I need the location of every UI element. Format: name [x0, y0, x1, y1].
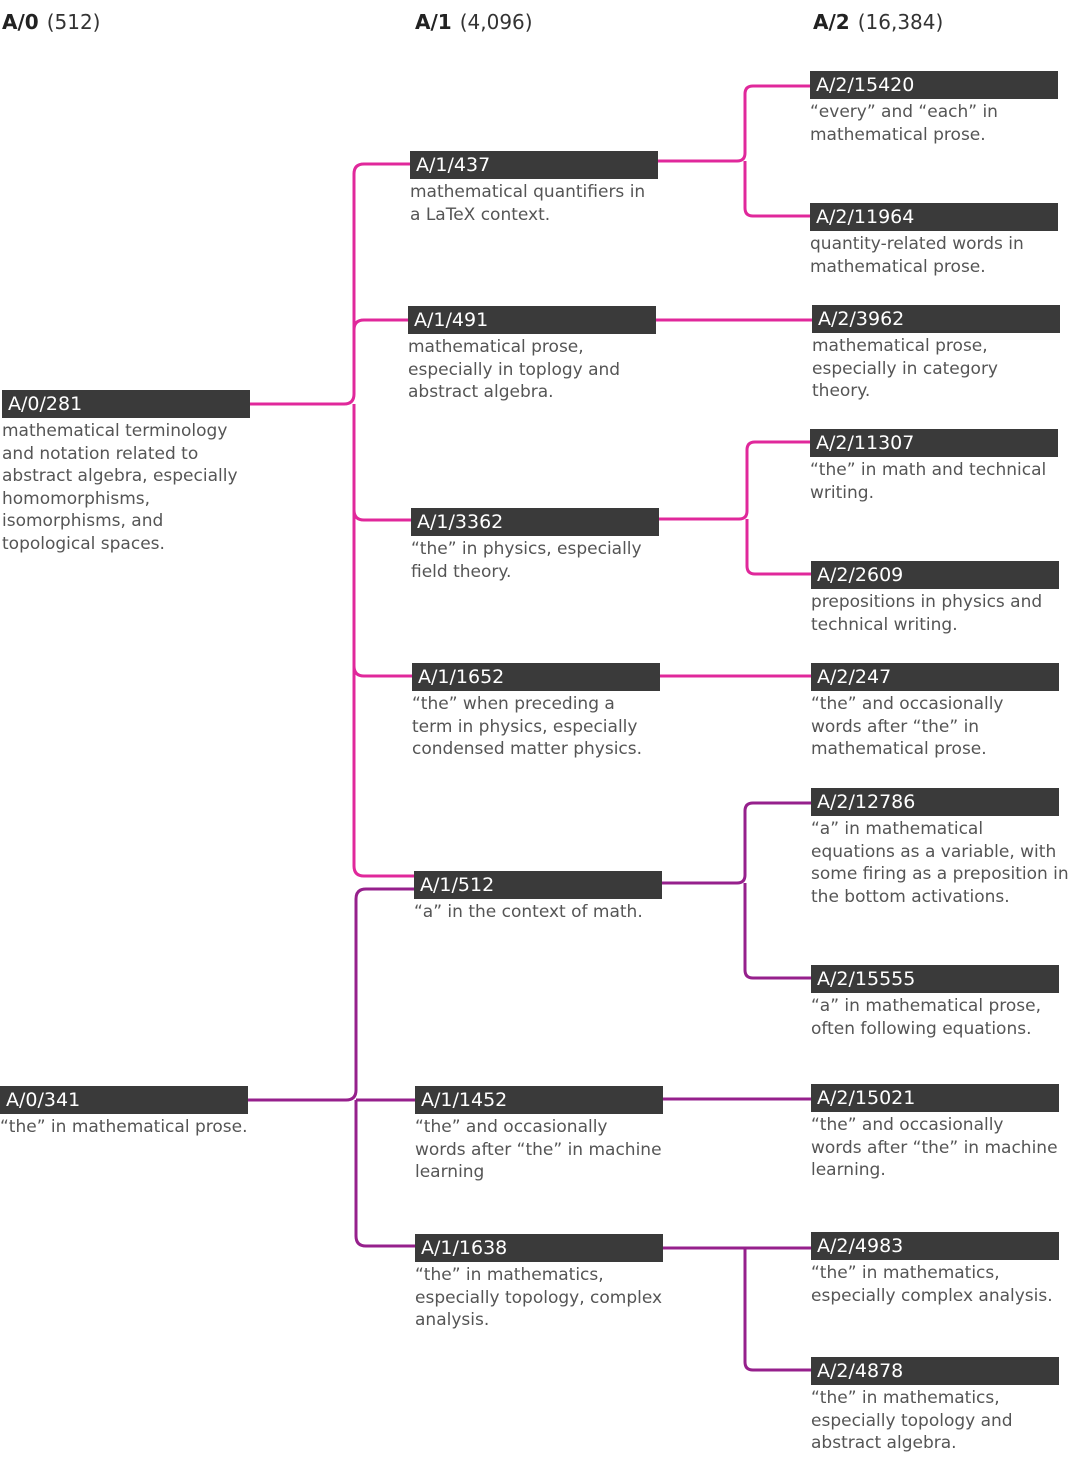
- feature-id: A/2/247: [811, 663, 1059, 691]
- column-header-a2: A/2 (16,384): [813, 10, 943, 34]
- feature-description: “the” and occasionally words after “the”…: [811, 694, 1004, 759]
- feature-node-a1-437[interactable]: A/1/437 mathematical quantifiers in a La…: [410, 151, 658, 226]
- feature-node-a2-15021[interactable]: A/2/15021 “the” and occasionally words a…: [811, 1084, 1059, 1182]
- feature-node-a2-4983[interactable]: A/2/4983 “the” in mathematics, especiall…: [811, 1232, 1063, 1307]
- feature-id: A/2/15420: [810, 71, 1058, 99]
- feature-node-a1-3362[interactable]: A/1/3362 “the” in physics, especially fi…: [411, 508, 659, 583]
- edge-a0-281-1652: [352, 665, 412, 678]
- feature-id: A/2/2609: [811, 561, 1059, 589]
- column-header-a1: A/1 (4,096): [415, 10, 533, 34]
- feature-node-a2-4878[interactable]: A/2/4878 “the” in mathematics, especiall…: [811, 1357, 1059, 1455]
- edge-512-children: [662, 801, 812, 980]
- column-label: A/1: [415, 10, 452, 34]
- feature-node-a2-11307[interactable]: A/2/11307 “the” in math and technical wr…: [810, 429, 1058, 504]
- feature-id: A/1/1638: [415, 1234, 663, 1262]
- feature-description: “the” and occasionally words after “the”…: [811, 1115, 1058, 1180]
- feature-id: A/1/1452: [415, 1086, 663, 1114]
- feature-node-a1-1638[interactable]: A/1/1638 “the” in mathematics, especiall…: [415, 1234, 663, 1332]
- column-count: (512): [46, 10, 101, 34]
- feature-description: “the” when preceding a term in physics, …: [412, 694, 643, 759]
- feature-node-a1-491[interactable]: A/1/491 mathematical prose, especially i…: [408, 306, 656, 404]
- feature-id: A/1/1652: [412, 663, 660, 691]
- feature-description: “a” in mathematical prose, often followi…: [811, 996, 1041, 1039]
- feature-id: A/1/512: [414, 871, 662, 899]
- edge-a0-281-trunk: [249, 162, 411, 406]
- feature-id: A/2/15021: [811, 1084, 1059, 1112]
- feature-description: “a” in the context of math.: [414, 902, 643, 922]
- column-label: A/2: [813, 10, 850, 34]
- feature-node-a0-341[interactable]: A/0/341 “the” in mathematical prose.: [0, 1086, 248, 1139]
- edge-a0-281-down: [352, 404, 415, 878]
- column-header-a0: A/0 (512): [2, 10, 100, 34]
- column-label: A/0: [2, 10, 39, 34]
- feature-description: mathematical quantifiers in a LaTeX cont…: [410, 182, 646, 225]
- feature-description: prepositions in physics and technical wr…: [811, 592, 1043, 635]
- feature-id: A/1/491: [408, 306, 656, 334]
- column-count: (16,384): [857, 10, 944, 34]
- feature-node-a2-2609[interactable]: A/2/2609 prepositions in physics and tec…: [811, 561, 1059, 636]
- edge-a0-341-1638: [354, 1100, 416, 1248]
- feature-id: A/0/341: [0, 1086, 248, 1114]
- feature-description: “the” in math and technical writing.: [810, 460, 1047, 503]
- feature-node-a1-512[interactable]: A/1/512 “a” in the context of math.: [414, 871, 662, 924]
- feature-description: “the” in mathematics, especially topolog…: [811, 1388, 1013, 1453]
- feature-description: “a” in mathematical equations as a varia…: [811, 819, 1069, 907]
- feature-description: mathematical prose, especially in catego…: [812, 336, 998, 401]
- feature-description: “every” and “each” in mathematical prose…: [810, 102, 998, 145]
- feature-node-a1-1452[interactable]: A/1/1452 “the” and occasionally words af…: [415, 1086, 663, 1184]
- feature-description: quantity-related words in mathematical p…: [810, 234, 1024, 277]
- feature-description: “the” and occasionally words after “the”…: [415, 1117, 662, 1182]
- column-count: (4,096): [459, 10, 533, 34]
- feature-description: “the” in mathematics, especially topolog…: [415, 1265, 663, 1330]
- feature-node-a2-12786[interactable]: A/2/12786 “a” in mathematical equations …: [811, 788, 1069, 908]
- feature-description: mathematical prose, especially in toplog…: [408, 337, 621, 402]
- feature-node-a2-11964[interactable]: A/2/11964 quantity-related words in math…: [810, 203, 1058, 278]
- edge-437-children: [657, 84, 811, 218]
- feature-description: mathematical terminology and notation re…: [2, 421, 238, 554]
- feature-description: “the” in mathematical prose.: [0, 1117, 248, 1137]
- feature-id: A/2/11307: [810, 429, 1058, 457]
- feature-node-a0-281[interactable]: A/0/281 mathematical terminology and not…: [2, 390, 250, 555]
- feature-node-a2-3962[interactable]: A/2/3962 mathematical prose, especially …: [812, 305, 1060, 403]
- feature-id: A/2/12786: [811, 788, 1059, 816]
- edge-a0-281-3362: [352, 509, 411, 522]
- feature-node-a2-15555[interactable]: A/2/15555 “a” in mathematical prose, oft…: [811, 965, 1059, 1040]
- feature-id: A/2/11964: [810, 203, 1058, 231]
- edge-a0-281-491: [352, 318, 409, 331]
- edge-1638-children: [662, 1246, 812, 1372]
- feature-description: “the” in mathematics, especially complex…: [811, 1263, 1053, 1306]
- feature-node-a2-247[interactable]: A/2/247 “the” and occasionally words aft…: [811, 663, 1059, 761]
- feature-id: A/2/4878: [811, 1357, 1059, 1385]
- feature-id: A/1/437: [410, 151, 658, 179]
- feature-node-a1-1652[interactable]: A/1/1652 “the” when preceding a term in …: [412, 663, 660, 761]
- feature-id: A/2/15555: [811, 965, 1059, 993]
- edge-a0-341-trunk: [248, 887, 416, 1102]
- feature-id: A/1/3362: [411, 508, 659, 536]
- feature-description: “the” in physics, especially field theor…: [411, 539, 642, 582]
- feature-id: A/0/281: [2, 390, 250, 418]
- feature-id: A/2/3962: [812, 305, 1060, 333]
- feature-node-a2-15420[interactable]: A/2/15420 “every” and “each” in mathemat…: [810, 71, 1058, 146]
- feature-id: A/2/4983: [811, 1232, 1059, 1260]
- edge-3362-children: [658, 440, 812, 576]
